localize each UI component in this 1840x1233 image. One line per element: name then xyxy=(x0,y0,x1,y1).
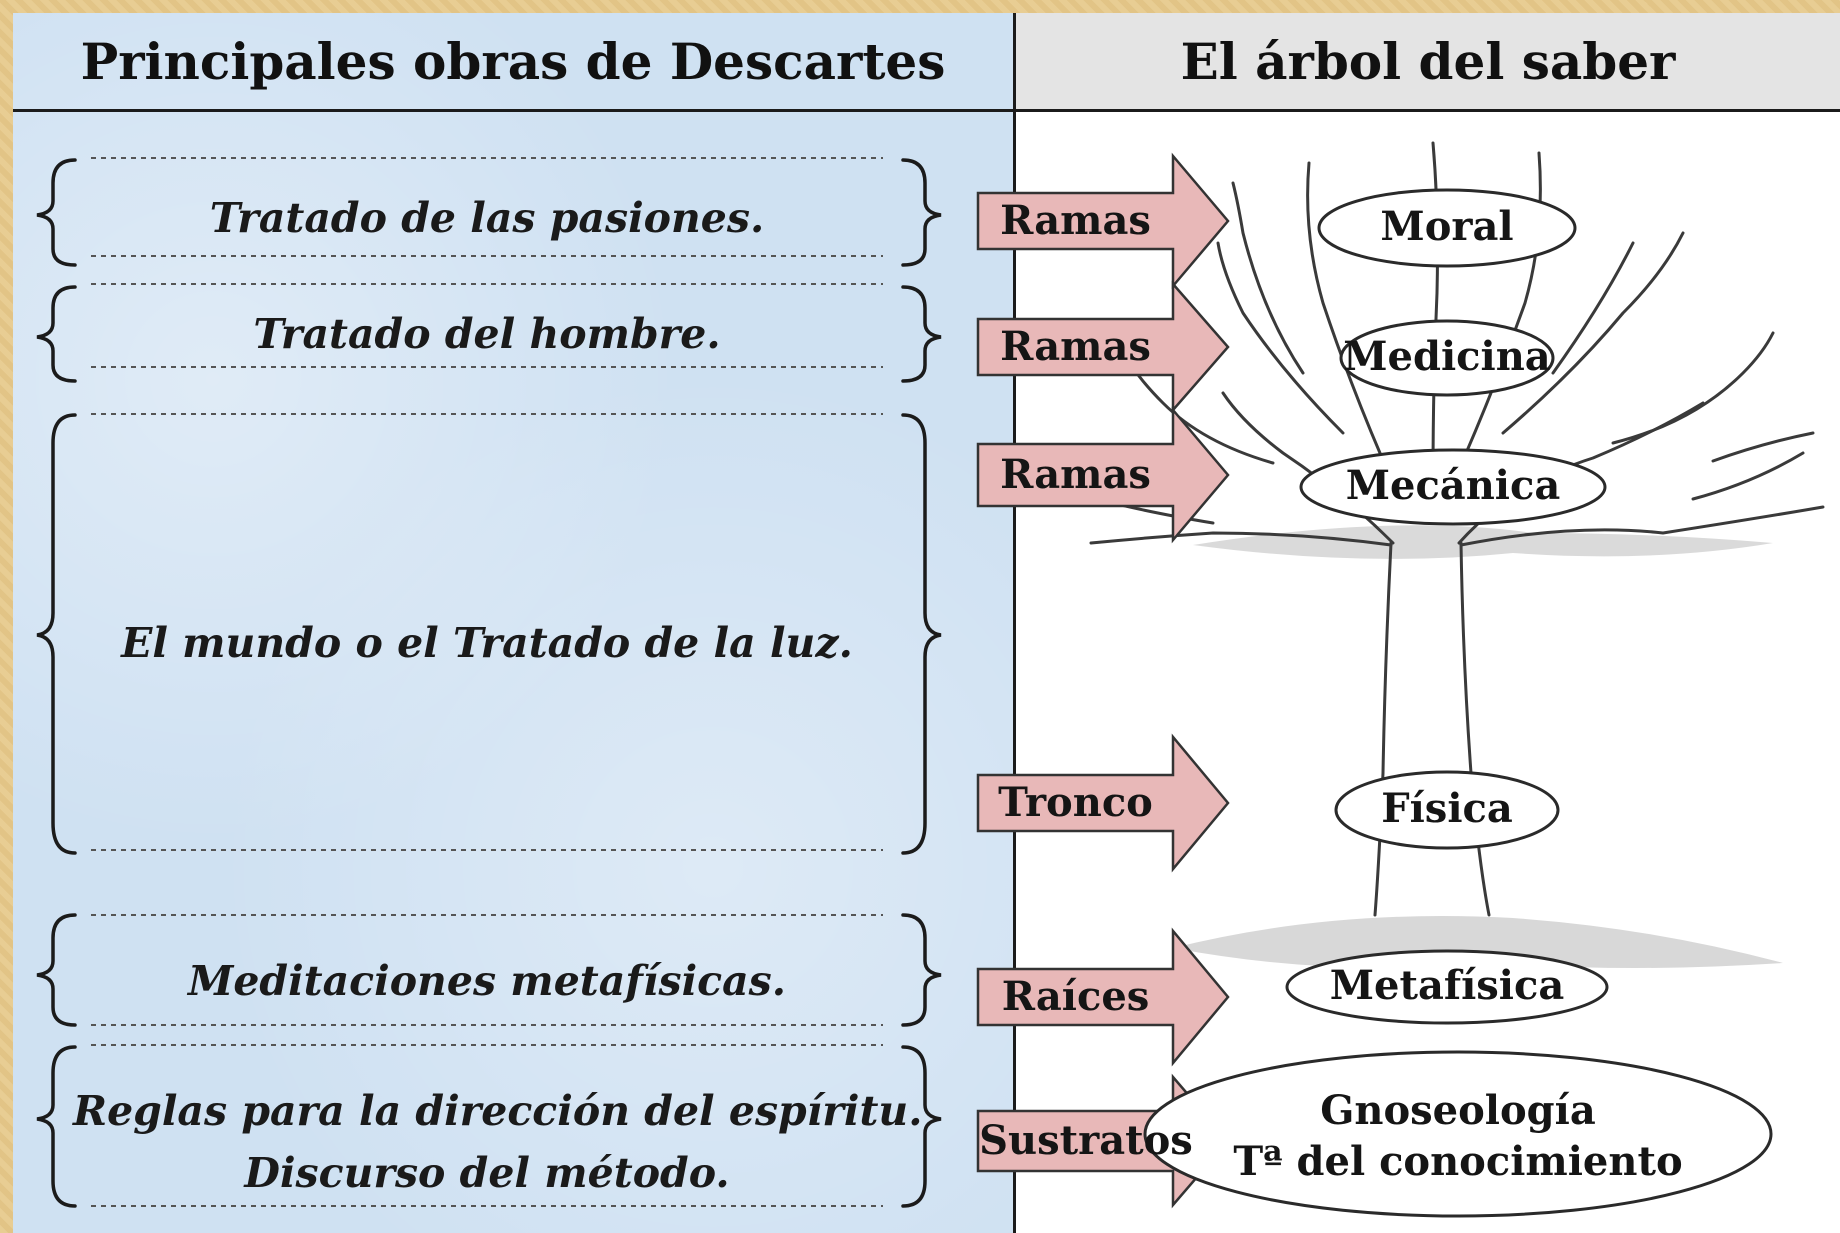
header-row: Principales obras de Descartes El árbol … xyxy=(13,13,1840,112)
tree-part-ramas-1: Ramas xyxy=(1000,197,1151,244)
dashed-separators xyxy=(91,157,883,1207)
ellipse-fisica xyxy=(1334,770,1560,850)
tree-part-ramas-3: Ramas xyxy=(1000,451,1151,498)
discipline-fisica: Física xyxy=(1381,785,1513,832)
diagram-graphics xyxy=(36,141,1825,1218)
work-tratado-hombre: Tratado del hombre. xyxy=(253,310,721,358)
ellipse-medicina xyxy=(1339,319,1555,397)
work-tratado-pasiones: Tratado de las pasiones. xyxy=(209,194,765,242)
discipline-mecanica: Mecánica xyxy=(1345,462,1561,509)
work-reglas: Reglas para la dirección del espíritu. xyxy=(73,1087,923,1135)
tree-part-arrows xyxy=(976,152,1230,1209)
arrow-ramas-3 xyxy=(976,406,1230,544)
discipline-moral: Moral xyxy=(1380,203,1514,250)
discipline-teoria-conocimiento: Tª del conocimiento xyxy=(1233,1138,1683,1185)
works-column xyxy=(13,13,1016,1233)
work-meditaciones: Meditaciones metafísicas. xyxy=(187,957,787,1005)
arrow-tronco xyxy=(976,733,1230,873)
arrow-raices xyxy=(976,927,1230,1067)
tree-part-ramas-2: Ramas xyxy=(1000,323,1151,370)
tree-part-sustratos: Sustratos xyxy=(979,1117,1193,1164)
tree-column-title: El árbol del saber xyxy=(1016,13,1840,109)
diagram-panel: Principales obras de Descartes El árbol … xyxy=(13,13,1840,1233)
ellipse-mecanica xyxy=(1299,448,1607,526)
tree-part-raices: Raíces xyxy=(1001,973,1150,1020)
braces xyxy=(36,158,942,1208)
ellipse-gnoseologia xyxy=(1143,1050,1773,1218)
arrow-ramas-2 xyxy=(976,280,1230,414)
ellipse-metafisica xyxy=(1285,949,1609,1025)
tree-part-tronco: Tronco xyxy=(998,779,1153,826)
work-discurso: Discurso del método. xyxy=(244,1149,730,1197)
ellipse-moral xyxy=(1317,188,1577,268)
works-column-title: Principales obras de Descartes xyxy=(80,31,946,91)
discipline-gnoseologia: Gnoseología xyxy=(1320,1087,1596,1134)
discipline-ellipses xyxy=(1143,188,1773,1218)
arrow-ramas-1 xyxy=(976,152,1230,290)
work-el-mundo: El mundo o el Tratado de la luz. xyxy=(121,619,853,667)
discipline-metafisica: Metafísica xyxy=(1329,962,1565,1009)
discipline-medicina: Medicina xyxy=(1343,333,1551,380)
